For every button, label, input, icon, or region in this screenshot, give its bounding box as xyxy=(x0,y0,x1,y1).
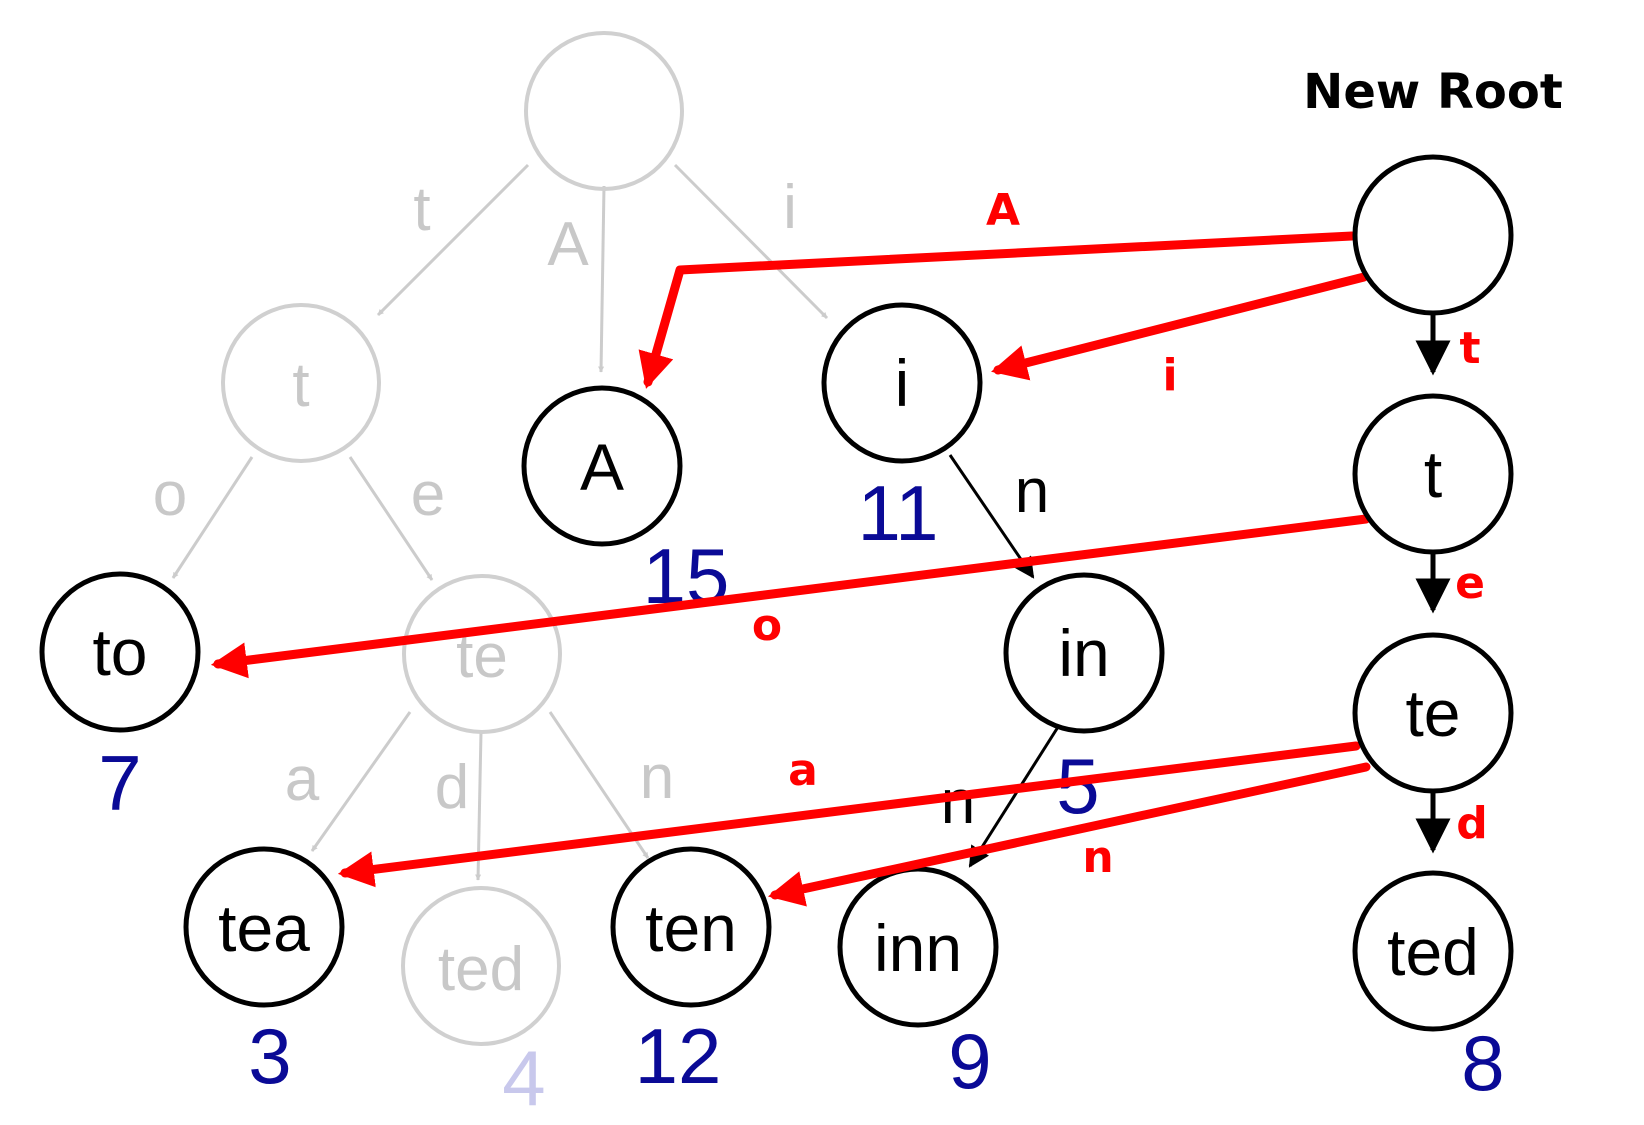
new-link-label-A: A xyxy=(986,185,1020,236)
new-node-ted-label: ted xyxy=(1387,915,1479,989)
node-to-label: to xyxy=(92,615,147,689)
new-link-root-i xyxy=(991,272,1369,381)
new-link-label-i: i xyxy=(1162,350,1177,401)
edge-label-i-n: n xyxy=(1015,457,1049,526)
node-in: in xyxy=(1003,572,1165,734)
old-edge-root-t xyxy=(376,163,530,317)
node-ten: ten xyxy=(610,846,772,1008)
node-to-value: 7 xyxy=(98,739,141,827)
new-node-te-label: te xyxy=(1405,676,1460,750)
new-link-te-ten xyxy=(767,762,1371,907)
edge-i-in xyxy=(948,454,1035,579)
new-root-title: New Root xyxy=(1303,64,1563,120)
node-A-label: A xyxy=(580,430,624,504)
new-link-te-tea xyxy=(337,741,1361,888)
old-trie: t A i o e a d n t te ted 4 xyxy=(153,31,829,1122)
new-node-ted: ted xyxy=(1352,870,1514,1032)
new-link-root-A xyxy=(638,231,1357,389)
old-edge-label-n: n xyxy=(640,743,674,812)
new-link-label-n: n xyxy=(1082,832,1113,883)
node-ten-value: 12 xyxy=(635,1012,722,1100)
node-inn: inn xyxy=(837,866,999,1028)
old-edge-label-A: A xyxy=(547,210,589,279)
new-edge-label-e: e xyxy=(1455,558,1485,609)
old-edge-t-o xyxy=(171,456,254,579)
new-link-label-a: a xyxy=(788,745,818,796)
old-edge-te-a xyxy=(310,711,412,852)
old-node-t-label: t xyxy=(292,351,309,420)
old-ted-value: 4 xyxy=(502,1034,545,1122)
new-link-t-to xyxy=(210,514,1371,679)
new-node-t: t xyxy=(1352,393,1514,555)
old-edge-root-i xyxy=(673,163,829,320)
old-edge-t-e xyxy=(348,456,434,581)
old-edge-label-a: a xyxy=(285,745,320,814)
new-node-t-label: t xyxy=(1424,437,1442,511)
old-node-ted: ted xyxy=(401,886,561,1046)
old-root-node xyxy=(524,31,684,191)
node-to: to xyxy=(39,571,201,733)
old-node-ted-label: ted xyxy=(438,935,524,1004)
node-i: i xyxy=(821,302,983,464)
node-inn-label: inn xyxy=(874,911,962,985)
new-edge-label-d: d xyxy=(1456,798,1488,849)
node-tea-label: tea xyxy=(218,891,310,965)
old-node-te: te xyxy=(402,574,562,734)
old-edge-label-d: d xyxy=(435,753,469,822)
node-in-label: in xyxy=(1058,616,1109,690)
node-tea: tea xyxy=(183,846,345,1008)
edge-label-in-n: n xyxy=(941,768,975,837)
new-trie: New Root t e d A i o a n t te ted xyxy=(210,64,1563,1107)
old-edge-label-t: t xyxy=(413,175,430,244)
edge-in-inn xyxy=(968,726,1060,868)
old-node-t: t xyxy=(221,303,381,463)
old-edge-label-i: i xyxy=(783,173,797,242)
node-inn-value: 9 xyxy=(948,1017,991,1105)
old-edge-label-e: e xyxy=(411,460,445,529)
new-node-te: te xyxy=(1352,632,1514,794)
node-i-label: i xyxy=(895,346,910,420)
new-ted-value: 8 xyxy=(1461,1019,1504,1107)
new-link-label-o: o xyxy=(752,600,782,651)
node-A: A xyxy=(521,385,683,547)
node-tea-value: 3 xyxy=(248,1012,291,1100)
node-ten-label: ten xyxy=(645,891,737,965)
new-edge-label-t: t xyxy=(1459,323,1480,374)
new-root-node xyxy=(1352,154,1514,316)
node-i-value: 11 xyxy=(858,469,939,557)
old-edge-label-o: o xyxy=(153,460,187,529)
old-edge-root-A xyxy=(598,185,606,373)
shared-nodes: n n A 15 i 11 in 5 inn 9 to 7 tea xyxy=(39,302,1165,1105)
